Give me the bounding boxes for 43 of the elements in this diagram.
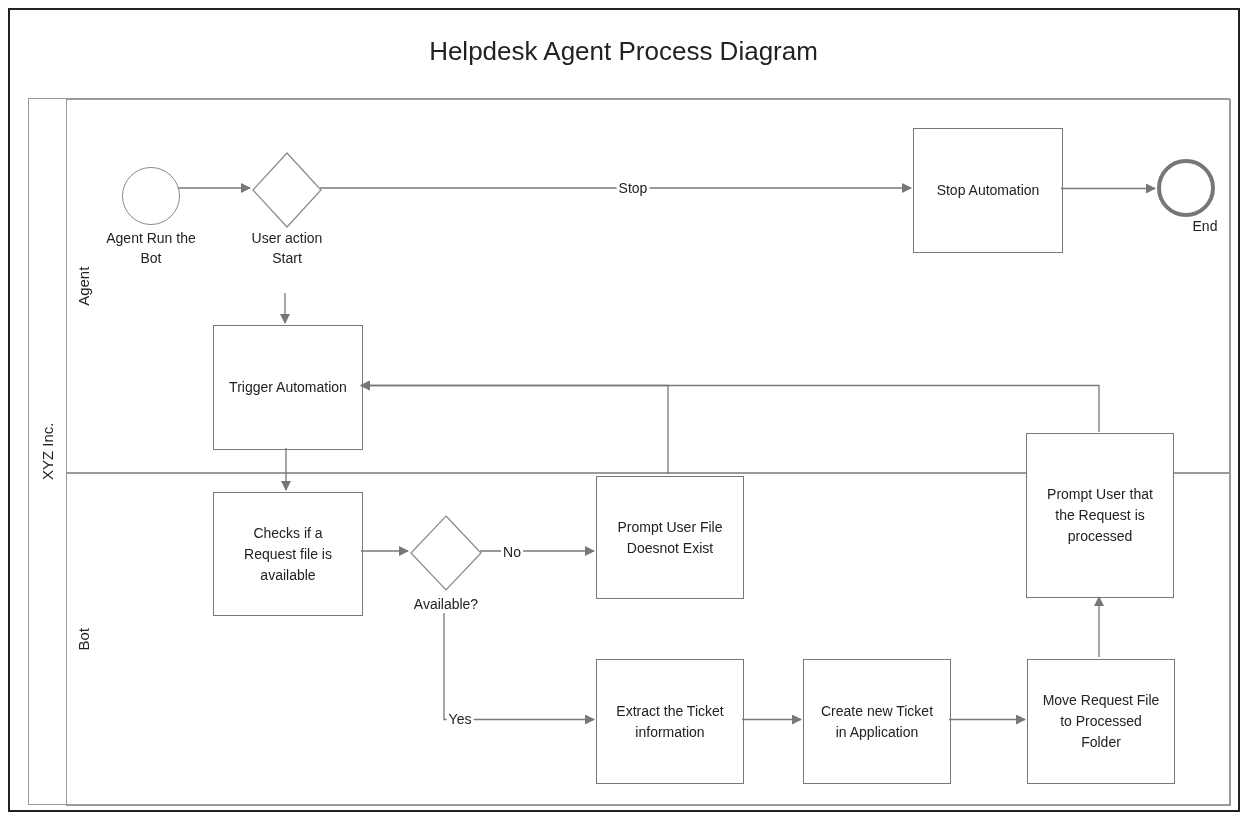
arrow xyxy=(443,612,595,725)
arrow xyxy=(479,546,595,556)
process-box xyxy=(596,659,744,784)
arrow xyxy=(360,380,1100,433)
decision-diamond xyxy=(252,152,322,228)
arrow xyxy=(319,183,912,193)
arrow xyxy=(177,183,251,193)
arrow xyxy=(1094,596,1104,658)
diagram-title: Helpdesk Agent Process Diagram xyxy=(428,35,819,68)
edge-label: Yes xyxy=(446,711,474,727)
lane-label: XYZ Inc. xyxy=(37,422,57,481)
arrow xyxy=(280,292,290,324)
process-box xyxy=(1027,659,1175,784)
arrow xyxy=(281,447,291,491)
decision-diamond xyxy=(410,515,482,591)
node-caption: Available? xyxy=(412,595,480,614)
process-box xyxy=(1026,433,1174,598)
box-label: Create new Ticket in Application xyxy=(819,701,935,742)
lane-label: Agent xyxy=(74,266,94,306)
box-label: Prompt User that the Request is processed xyxy=(1046,485,1154,546)
process-box xyxy=(596,476,744,599)
process-box xyxy=(213,492,363,616)
edge-label: No xyxy=(501,544,523,560)
process-box xyxy=(913,128,1063,253)
box-label: Extract the Ticket information xyxy=(615,701,725,742)
arrow xyxy=(948,714,1026,725)
box-label: Stop Automation xyxy=(936,181,1040,200)
box-label: Prompt User File Doesnot Exist xyxy=(616,517,724,558)
edge-label: Stop xyxy=(616,180,650,196)
arrow xyxy=(741,714,802,725)
arrow xyxy=(360,546,409,556)
process-box xyxy=(803,659,951,784)
swimlane xyxy=(66,99,1231,473)
node-caption: Agent Run the Bot xyxy=(106,229,196,268)
box-label: Checks if a Request file is available xyxy=(243,523,333,585)
box-label: Move Request File to Processed Folder xyxy=(1041,691,1161,752)
swimlane xyxy=(66,473,1231,806)
box-label: Trigger Automation xyxy=(229,378,347,397)
node-caption: User action Start xyxy=(250,229,324,268)
arrow xyxy=(1060,183,1156,194)
process-box xyxy=(213,325,363,450)
node-caption: End xyxy=(1191,217,1219,236)
lane-label: Bot xyxy=(74,628,94,651)
